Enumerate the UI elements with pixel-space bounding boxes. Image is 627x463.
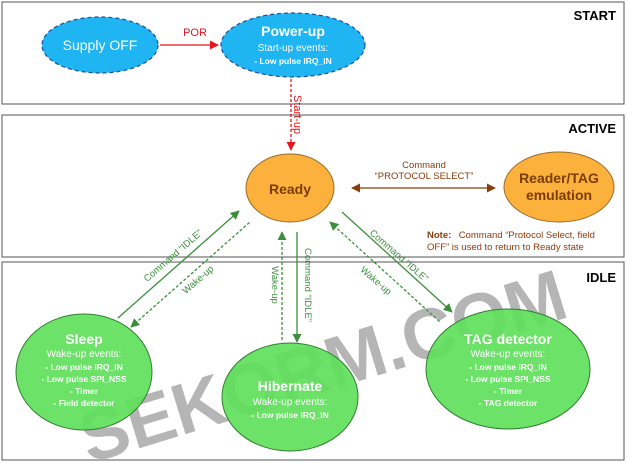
active-region-title: ACTIVE	[568, 121, 616, 136]
sleep-events-label: Wake-up events:	[47, 349, 122, 360]
tag-detector-title: TAG detector	[464, 331, 552, 347]
ready-node	[245, 153, 335, 223]
start-region-title: START	[574, 8, 616, 23]
tag-detector-event: - Low pulse IRQ_IN	[469, 362, 546, 372]
tag-detector-events-label: Wake-up events:	[471, 349, 546, 360]
sleep-node	[15, 313, 153, 431]
hibernate-event: - Low pulse IRQ_IN	[251, 410, 328, 420]
sleep-cmd-idle-arrow	[117, 210, 240, 319]
power-up-event: - Low pulse IRQ_IN	[254, 56, 331, 66]
sleep-event: - Field detector	[54, 398, 116, 408]
active-region	[1, 114, 625, 258]
hibernate-cmd-idle-label: Command “IDLE”	[302, 248, 313, 322]
hibernate-events-label: Wake-up events:	[253, 397, 328, 408]
protocol-cmd-label-2: “PROTOCOL SELECT”	[375, 171, 474, 182]
note-line-1: Note: Command “Protocol Select, field	[427, 225, 595, 242]
hibernate-wake-up-label: Wake-up	[269, 266, 280, 304]
sleep-event: - Low pulse IRQ_IN	[45, 362, 122, 372]
power-up-events-label: Start-up events:	[258, 43, 329, 54]
ready-title: Ready	[269, 181, 311, 197]
idle-region	[1, 261, 625, 461]
sleep-wake-up-arrow	[130, 221, 251, 328]
note-text-1: Command “Protocol Select, field	[459, 230, 595, 241]
tag-detector-event: - Timer	[494, 386, 523, 396]
sleep-title: Sleep	[65, 331, 102, 347]
por-label: POR	[183, 27, 207, 39]
sleep-wake-up-label: Wake-up	[181, 264, 217, 297]
reader-tag-node	[503, 151, 615, 223]
note-line-2: OFF” is used to return to Ready state	[427, 242, 584, 253]
tag-wake-up-label: Wake-up	[358, 265, 394, 298]
idle-region-title: IDLE	[586, 270, 616, 285]
reader-tag-title-1: Reader/TAG	[519, 170, 599, 186]
sleep-event: - Timer	[70, 386, 99, 396]
note-label: Note:	[427, 230, 451, 241]
protocol-cmd-label-1: Command	[402, 160, 446, 171]
tag-detector-node	[425, 308, 591, 430]
hibernate-node	[221, 342, 359, 452]
supply-off-title: Supply OFF	[63, 37, 138, 53]
hibernate-title: Hibernate	[258, 378, 323, 394]
tag-detector-event: - TAG detector	[479, 398, 538, 408]
start-region	[1, 1, 625, 105]
start-up-label: Start-up	[291, 95, 303, 134]
reader-tag-title-2: emulation	[526, 187, 592, 203]
tag-cmd-idle-arrow	[341, 211, 453, 313]
sleep-event: - Low pulse SPI_NSS	[41, 374, 126, 384]
tag-detector-event: - Low pulse SPI_NSS	[465, 374, 550, 384]
supply-off-node	[41, 16, 159, 74]
power-up-title: Power-up	[261, 23, 325, 39]
power-up-node	[220, 12, 366, 78]
